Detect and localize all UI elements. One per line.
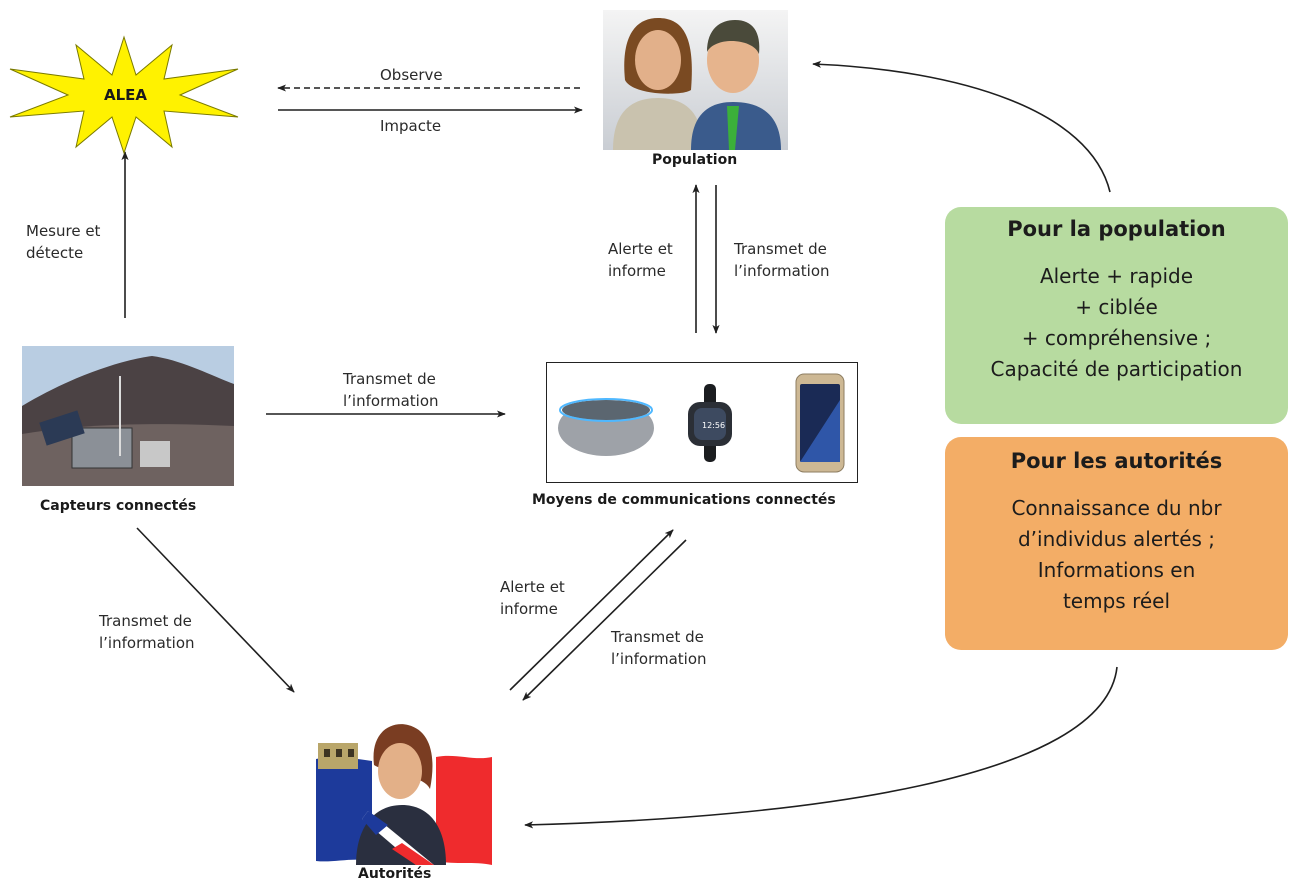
- svg-text:12:56: 12:56: [702, 421, 725, 430]
- arrow-capteurs-to-autorites: [136, 527, 295, 693]
- label-pop-transmet: Transmet de l’information: [734, 240, 830, 280]
- label-pop-alerte: Alerte et informe: [608, 240, 673, 280]
- autorites-benefits-body: Connaissance du nbr d’individus alertés …: [1011, 496, 1222, 613]
- arrow-autorites-to-moyens: [509, 529, 674, 691]
- population-image: [603, 10, 788, 150]
- alea-label: ALEA: [104, 86, 148, 104]
- population-label: Population: [652, 152, 738, 168]
- moyens-label: Moyens de communications connectés: [532, 492, 836, 508]
- population-benefits-title: Pour la population: [1007, 217, 1226, 241]
- autorites-image: [316, 724, 492, 865]
- label-capt-auto: Transmet de l’information: [99, 612, 195, 652]
- population-benefits-body: Alerte + rapide + ciblée + compréhensive…: [990, 264, 1243, 381]
- arrow-moyens-to-autorites: [522, 539, 687, 701]
- arrow-to-autorites-curve: [524, 666, 1118, 829]
- arrow-to-population-curve: [812, 60, 1111, 193]
- label-mesure: Mesure et détecte: [26, 222, 101, 262]
- alea-star: [9, 35, 239, 155]
- capteurs-label: Capteurs connectés: [40, 498, 197, 514]
- devices-image: 12:56: [558, 373, 845, 473]
- label-auto-transmet: Transmet de l’information: [611, 628, 707, 668]
- label-impacte: Impacte: [380, 117, 442, 135]
- capteurs-image: [22, 346, 234, 486]
- autorites-benefits-box: Pour les autorités Connaissance du nbr d…: [945, 437, 1288, 650]
- label-observe: Observe: [380, 66, 443, 84]
- autorites-label: Autorités: [358, 866, 432, 882]
- label-auto-alerte: Alerte et informe: [500, 578, 565, 618]
- label-capt-moyens: Transmet de l’information: [343, 370, 439, 410]
- autorites-benefits-title: Pour les autorités: [1010, 449, 1223, 473]
- population-benefits-box: Pour la population Alerte + rapide + cib…: [945, 207, 1288, 424]
